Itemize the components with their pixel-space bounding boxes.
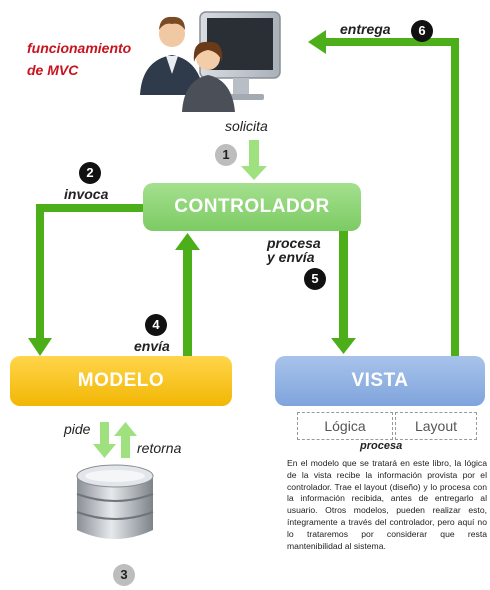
description-text: En el modelo que se tratará en este libr… [287,458,487,551]
label-invoca: invoca [64,186,109,202]
step-1-badge: 1 [215,144,237,166]
label-envia: envía [134,338,170,354]
vista-box: VISTA [275,356,485,406]
diagram-title: funcionamiento de MVC [27,37,131,81]
arrow-pide [93,422,116,458]
arrow-solicita [241,140,267,180]
step-6-badge: 6 [411,20,433,42]
label-solicita: solicita [225,118,268,134]
arrow-procesa [331,231,356,354]
vista-logica: Lógica [297,412,393,440]
title-line-1: funcionamiento [27,40,132,56]
step-2-badge: 2 [79,162,101,184]
vista-layout: Layout [395,412,477,440]
procesa-caption: procesa [360,440,403,452]
label-procesa-line2: y envía [267,249,315,265]
step-5-badge: 5 [304,268,326,290]
label-retorna: retorna [137,440,182,456]
controlador-box: CONTROLADOR [143,183,361,231]
label-procesa-y-envia: procesa y envía [267,236,321,264]
arrow-entrega [308,30,459,356]
users-computer-icon [140,11,281,112]
step-4-badge: 4 [145,314,167,336]
arrow-retorna [114,422,137,458]
title-line-2: de MVC [27,62,79,78]
database-icon [76,464,154,539]
label-procesa-line1: procesa [267,235,321,251]
arrow-invoca [28,204,143,356]
step-3-badge: 3 [113,564,135,586]
arrow-envia [175,233,200,356]
modelo-box: MODELO [10,356,232,406]
label-entrega: entrega [340,21,391,37]
label-pide: pide [64,421,91,437]
